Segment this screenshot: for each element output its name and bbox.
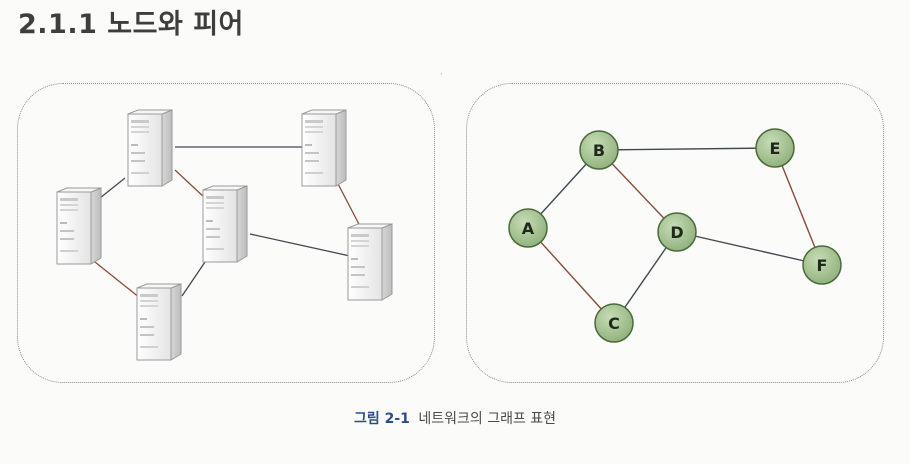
graph-node-label: F <box>817 256 828 275</box>
server-icon <box>202 185 248 263</box>
server-link <box>174 169 206 199</box>
graph-edge-d-f <box>676 231 823 266</box>
server-link <box>94 261 141 299</box>
graph-edge-a-c <box>527 227 615 324</box>
margin-mark: · <box>440 70 443 80</box>
server-icon <box>301 109 347 187</box>
server-icon <box>127 109 173 187</box>
graph-node-c: C <box>594 303 634 343</box>
figure-caption: 그림 2-1 네트워크의 그래프 표현 <box>0 408 910 428</box>
server-icon <box>56 187 102 265</box>
graph-node-label: C <box>608 314 620 333</box>
graph-node-label: A <box>522 219 535 238</box>
server-icon <box>136 283 182 361</box>
graph-node-label: B <box>593 141 605 160</box>
graph-node-d: D <box>657 212 697 252</box>
graph-network-panel <box>466 83 884 383</box>
graph-node-circle <box>579 130 619 170</box>
graph-edge-b-e <box>598 147 776 151</box>
server-icon <box>347 223 393 301</box>
server-links <box>94 146 363 299</box>
graph-node-label: D <box>670 223 683 242</box>
graph-node-f: F <box>802 245 842 285</box>
server-link <box>249 233 351 257</box>
server-link <box>181 261 206 297</box>
graph-node-e: E <box>755 128 795 168</box>
graph-node-circle <box>657 212 697 252</box>
graph-node-label: E <box>770 139 781 158</box>
graph-nodes: A B C D E F <box>508 128 842 343</box>
server-link <box>99 177 126 199</box>
graph-node-a: A <box>508 208 548 248</box>
figure-label: 그림 2-1 <box>353 411 410 427</box>
server-link <box>335 179 363 231</box>
section-title: 2.1.1 노드와 피어 <box>18 9 244 40</box>
graph-node-circle <box>802 245 842 285</box>
graph-node-circle <box>755 128 795 168</box>
graph-node-b: B <box>579 130 619 170</box>
graph-node-circle <box>508 208 548 248</box>
graph-edge-e-f <box>774 147 823 266</box>
figure-caption-text: 네트워크의 그래프 표현 <box>418 411 557 427</box>
graph-node-circle <box>594 303 634 343</box>
physical-network-panel <box>17 83 435 383</box>
